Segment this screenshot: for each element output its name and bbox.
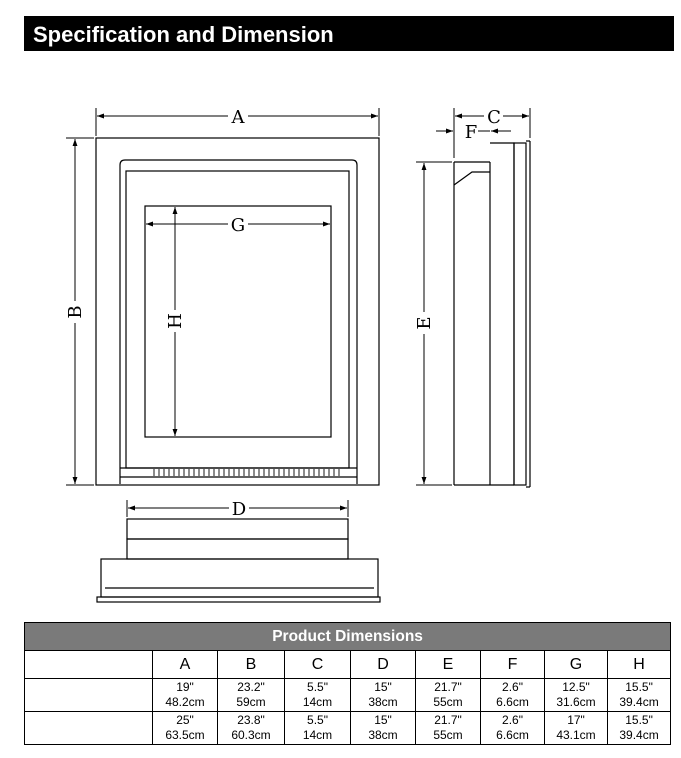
- table-cell: 21.7"55cm: [415, 711, 481, 745]
- label-d: D: [232, 499, 246, 520]
- column-header: H: [606, 650, 672, 679]
- inner-frame: [119, 159, 358, 484]
- bottom-view: [96, 518, 381, 603]
- side-view: [453, 140, 531, 488]
- value-cm: 55cm: [433, 728, 463, 742]
- value-cm: 39.4cm: [619, 695, 659, 709]
- dimension-c: [453, 108, 531, 158]
- value-cm: 38cm: [368, 728, 398, 742]
- table-cell: 15"38cm: [350, 678, 416, 712]
- value-inches: 23.2": [237, 680, 265, 694]
- label-c: C: [487, 107, 501, 128]
- outer-frame: [95, 137, 380, 486]
- value-inches: 2.6": [502, 713, 523, 727]
- label-h: H: [165, 313, 186, 329]
- row-label-cell: [24, 678, 153, 712]
- column-header: B: [217, 650, 285, 679]
- value-inches: 2.6": [502, 680, 523, 694]
- value-inches: 15": [374, 713, 392, 727]
- column-header: A: [152, 650, 218, 679]
- value-cm: 38cm: [368, 695, 398, 709]
- value-inches: 5.5": [307, 713, 328, 727]
- value-inches: 15": [374, 680, 392, 694]
- table-row: 25"63.5cm 23.8"60.3cm 5.5"14cm 15"38cm 2…: [24, 711, 672, 745]
- table-cell: 2.6"6.6cm: [480, 678, 545, 712]
- table-title: Product Dimensions: [23, 622, 672, 651]
- value-cm: 63.5cm: [165, 728, 205, 742]
- value-cm: 39.4cm: [619, 728, 659, 742]
- value-cm: 31.6cm: [556, 695, 596, 709]
- dimension-d: [126, 500, 349, 517]
- dimension-e: [416, 161, 452, 486]
- vent-grille: [153, 469, 340, 476]
- value-inches: 15.5": [625, 713, 653, 727]
- value-cm: 6.6cm: [496, 728, 529, 742]
- table-cell: 21.7"55cm: [415, 678, 481, 712]
- front-view: [95, 137, 380, 486]
- column-header: E: [415, 650, 481, 679]
- value-cm: 59cm: [236, 695, 266, 709]
- table-cell: 19"48.2cm: [152, 678, 218, 712]
- value-inches: 15.5": [625, 680, 653, 694]
- column-header: C: [284, 650, 351, 679]
- glass-opening: [144, 205, 332, 438]
- label-b: B: [65, 305, 86, 318]
- column-header: D: [350, 650, 416, 679]
- table-cell: 17"43.1cm: [544, 711, 608, 745]
- value-inches: 17": [567, 713, 585, 727]
- value-cm: 14cm: [302, 728, 333, 742]
- dimension-b: [66, 137, 94, 486]
- value-cm: 48.2cm: [165, 695, 205, 709]
- table-cell: 15"38cm: [350, 711, 416, 745]
- label-g: G: [231, 215, 245, 236]
- label-a: A: [231, 107, 246, 128]
- value-cm: 60.3cm: [231, 728, 271, 742]
- value-cm: 14cm: [302, 695, 333, 709]
- value-cm: 6.6cm: [496, 695, 529, 709]
- column-header: F: [480, 650, 545, 679]
- table-row: 19"48.2cm 23.2"59cm 5.5"14cm 15"38cm 21.…: [24, 678, 672, 712]
- value-inches: 5.5": [307, 680, 328, 694]
- table-cell: 5.5"14cm: [284, 711, 351, 745]
- table-header-row: A B C D E F G H: [24, 650, 672, 679]
- value-cm: 43.1cm: [556, 728, 596, 742]
- value-cm: 55cm: [433, 695, 463, 709]
- table-cell: 15.5"39.4cm: [606, 678, 672, 712]
- table-cell: 2.6"6.6cm: [480, 711, 545, 745]
- label-e: E: [414, 316, 435, 329]
- value-inches: 21.7": [434, 713, 462, 727]
- page-title: Specification and Dimension: [24, 16, 674, 51]
- product-dimensions-table: Product Dimensions A B C D E F G H 19"48…: [23, 622, 672, 745]
- column-header: G: [544, 650, 608, 679]
- value-inches: 19": [176, 680, 194, 694]
- table-cell: 23.8"60.3cm: [217, 711, 285, 745]
- value-inches: 25": [176, 713, 194, 727]
- value-inches: 23.8": [237, 713, 265, 727]
- value-inches: 12.5": [562, 680, 590, 694]
- header-empty-cell: [24, 650, 153, 679]
- row-label-cell: [24, 711, 153, 745]
- label-f: F: [465, 122, 478, 143]
- table-cell: 23.2"59cm: [217, 678, 285, 712]
- dimension-diagram: A B G H C: [65, 107, 531, 603]
- table-cell: 15.5"39.4cm: [606, 711, 672, 745]
- table-cell: 5.5"14cm: [284, 678, 351, 712]
- table-cell: 12.5"31.6cm: [544, 678, 608, 712]
- table-cell: 25"63.5cm: [152, 711, 218, 745]
- dimension-a: [95, 108, 380, 136]
- value-inches: 21.7": [434, 680, 462, 694]
